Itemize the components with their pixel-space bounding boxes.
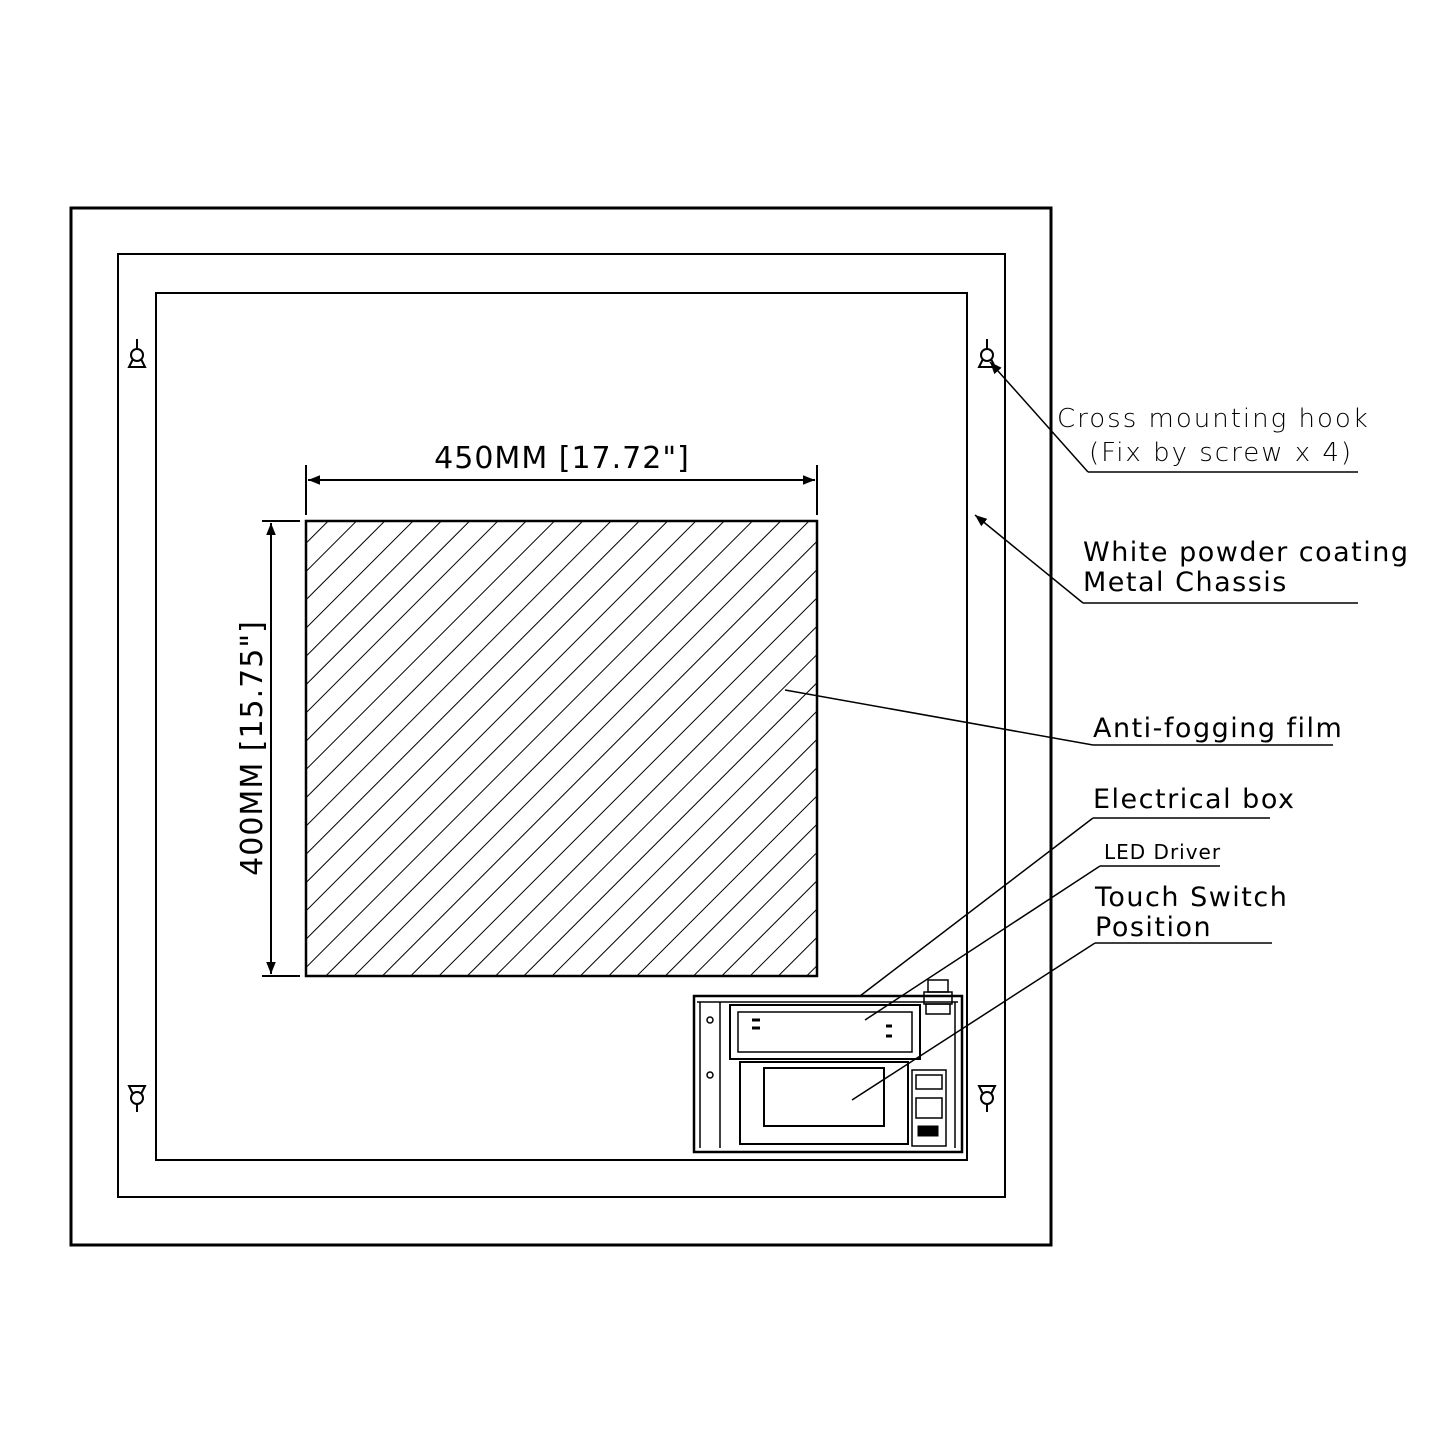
height-dimension: 400MM [15.75"] (235, 520, 300, 977)
outer-frame (69, 206, 1053, 1247)
width-dimension-label: 450MM [17.72"] (434, 441, 690, 476)
mounting-hook-label: Cross mounting hook (1057, 404, 1370, 434)
mounting-hook-icon (127, 1085, 147, 1112)
film-label: Anti-fogging film (1093, 713, 1343, 744)
leader-lines (784, 361, 1358, 1101)
mounting-hook-icon (127, 339, 147, 368)
mounting-hook-icon (977, 339, 997, 368)
mounting-hook-icon (977, 1085, 997, 1112)
connector-block (911, 1069, 947, 1147)
height-dimension-label: 400MM [15.75"] (235, 620, 270, 876)
led-driver-label: LED Driver (1104, 840, 1221, 864)
inner-frame (155, 292, 968, 1161)
anti-fogging-film-area (304, 519, 819, 978)
electrical-box (692, 979, 964, 1154)
width-dimension: 450MM [17.72"] (305, 441, 818, 515)
touch-switch-label: Touch Switch (1094, 882, 1288, 913)
led-driver-component (729, 1004, 921, 1060)
touch-switch-component (739, 1061, 909, 1145)
chassis-label: White powder coating (1083, 537, 1410, 568)
middle-frame (117, 253, 1006, 1198)
touch-switch-sublabel: Position (1095, 912, 1212, 943)
cable-gland (923, 979, 953, 1015)
mounting-hook-sublabel: (Fix by screw x 4) (1089, 438, 1353, 468)
electrical-box-label: Electrical box (1093, 784, 1296, 815)
chassis-sublabel: Metal Chassis (1083, 567, 1288, 598)
